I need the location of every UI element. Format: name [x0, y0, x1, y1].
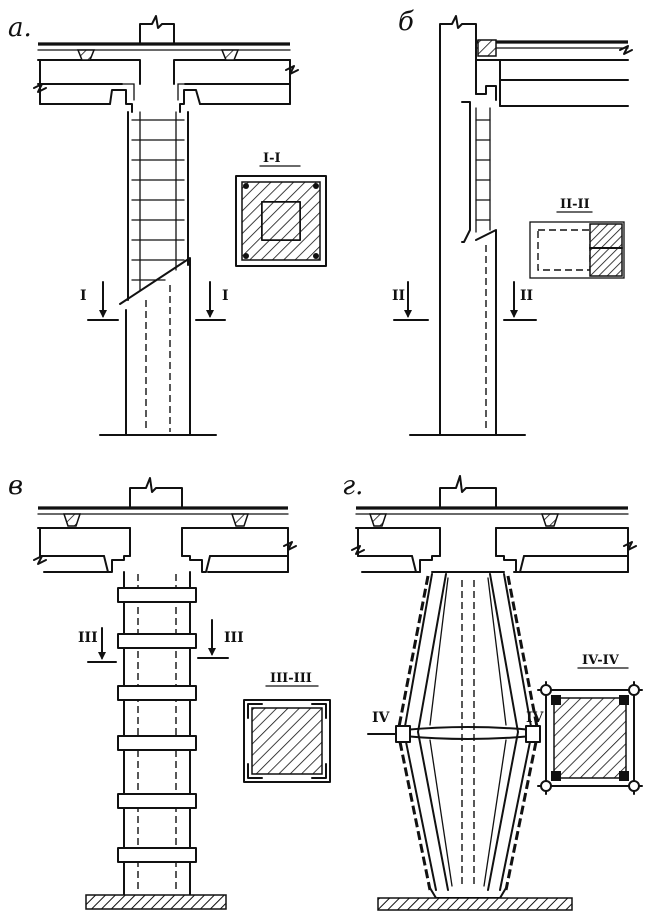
panel-a-section-marks: I I — [80, 281, 229, 321]
section-mark-b-left: II — [392, 288, 405, 304]
panel-c-slab — [33, 506, 297, 573]
section-III-III: III-III — [243, 671, 331, 783]
section-IV-IV: IV-IV — [537, 653, 643, 795]
section-d-title: IV-IV — [582, 653, 620, 668]
panel-d-section-marks: IV IV — [367, 710, 545, 735]
panel-c-letter: в — [8, 471, 23, 501]
panel-b-letter: б — [398, 7, 414, 37]
section-I-I: I-I — [235, 151, 327, 267]
panel-d-tapered-formwork — [377, 573, 573, 911]
section-mark-c-right: III — [224, 630, 244, 646]
section-mark-d-right: IV — [526, 710, 545, 726]
section-II-II: II-II — [529, 197, 625, 279]
panel-a-reinforcement-cage — [127, 111, 189, 301]
panel-c-column-head — [103, 477, 211, 573]
panel-a: а. — [8, 13, 327, 436]
panel-a-letter: а. — [8, 13, 32, 43]
panel-b-section-marks: II II — [392, 281, 537, 321]
section-c-title: III-III — [270, 671, 312, 686]
section-a-title: I-I — [263, 151, 281, 166]
section-mark-d-left: IV — [372, 710, 391, 726]
panel-d: г. — [342, 471, 643, 911]
panel-d-column-head — [411, 475, 525, 573]
panel-c: в — [8, 471, 331, 910]
section-mark-a-left: I — [80, 288, 87, 304]
panel-b-side-reinforcement — [461, 101, 497, 436]
panel-a-lower-column — [99, 257, 217, 436]
panel-b: б — [392, 7, 633, 436]
section-b-title: II-II — [560, 197, 590, 212]
panel-d-letter: г. — [342, 471, 363, 501]
panel-c-column — [85, 571, 227, 910]
panel-a-slab — [33, 42, 299, 105]
section-mark-b-right: II — [520, 288, 533, 304]
panel-b-slab — [475, 39, 633, 107]
section-mark-c-left: III — [78, 630, 98, 646]
panel-a-column-head — [109, 15, 201, 113]
panel-c-section-marks: III III — [78, 619, 244, 663]
section-mark-a-right: I — [222, 288, 229, 304]
panel-d-slab — [351, 506, 637, 573]
panel-b-column — [409, 15, 526, 436]
